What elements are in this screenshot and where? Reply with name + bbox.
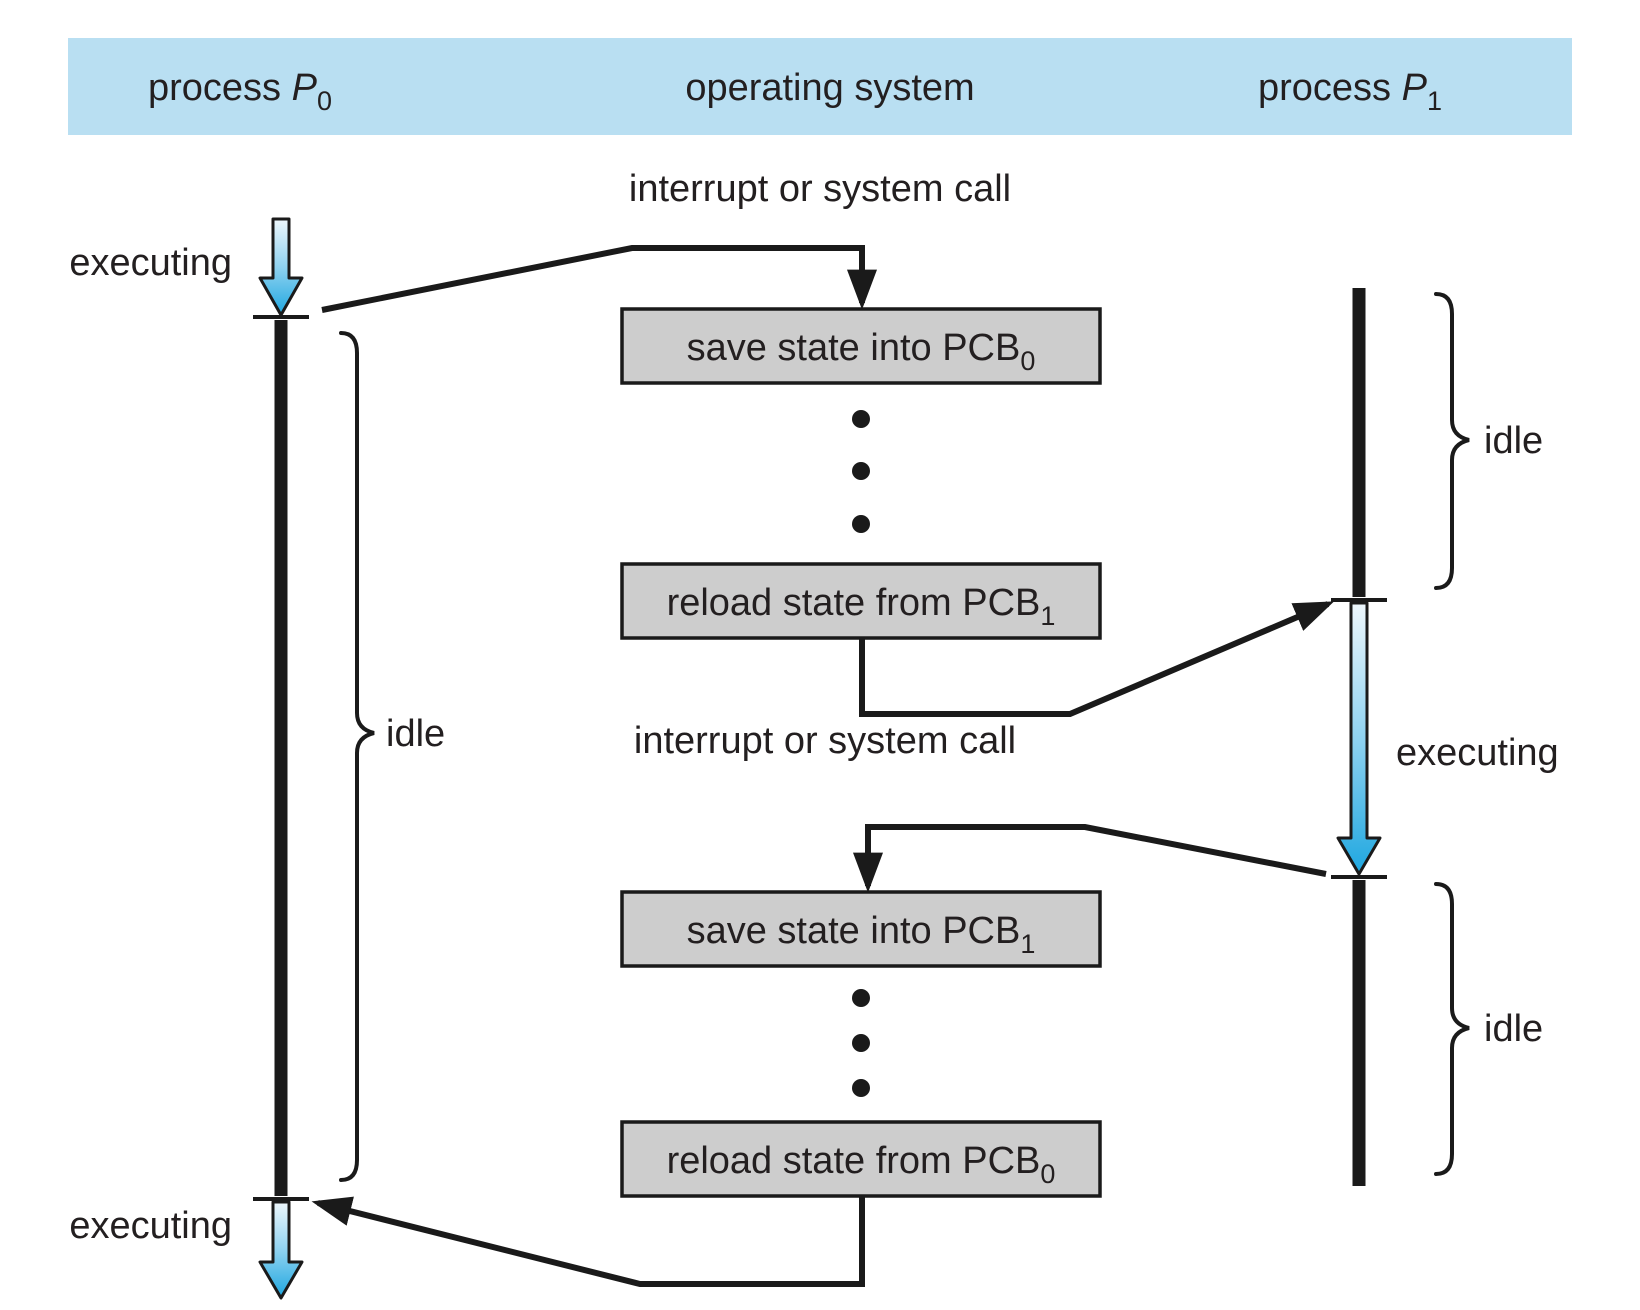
p1-idle-brace-bottom (1434, 882, 1470, 1176)
p0-executing-arrow-top (258, 217, 304, 317)
header-band (68, 38, 1572, 135)
header-operating-system: operating system (685, 67, 974, 109)
header-process-p1: process P1 (1258, 67, 1442, 116)
interrupt-label-bottom: interrupt or system call (634, 720, 1016, 762)
p0-idle-label: idle (386, 713, 445, 755)
p0-executing-label-top: executing (69, 242, 232, 284)
ellipsis-dots-bottom (852, 989, 870, 1097)
interrupt-label-top: interrupt or system call (629, 168, 1011, 210)
p0-executing-label-bottom: executing (69, 1205, 232, 1247)
arrow-p0-to-save-pcb0 (321, 245, 877, 313)
box-save-pcb0 (620, 307, 1102, 385)
p0-executing-arrow-bottom (258, 1200, 304, 1300)
ellipsis-dots-top (852, 410, 870, 533)
box-save-pcb1-label: save state into PCB1 (687, 910, 1036, 959)
box-reload-pcb0-label: reload state from PCB0 (667, 1140, 1056, 1189)
box-reload-pcb1 (620, 562, 1102, 640)
p0-idle-brace (339, 331, 375, 1182)
box-save-pcb1 (620, 890, 1102, 968)
p1-idle-label-bottom: idle (1484, 1008, 1543, 1050)
p1-idle-brace-top (1434, 292, 1470, 590)
arrow-reload-pcb1-to-p1 (859, 601, 1335, 717)
p1-executing-arrow (1336, 601, 1382, 876)
box-save-pcb0-label: save state into PCB0 (687, 327, 1036, 376)
header-process-p0: process P0 (148, 67, 332, 116)
arrow-reload-pcb0-to-p0 (311, 1196, 865, 1287)
p1-idle-label-top: idle (1484, 420, 1543, 462)
p1-executing-label: executing (1396, 732, 1559, 774)
box-reload-pcb1-label: reload state from PCB1 (667, 582, 1056, 631)
arrow-p1-to-save-pcb1 (853, 824, 1327, 893)
